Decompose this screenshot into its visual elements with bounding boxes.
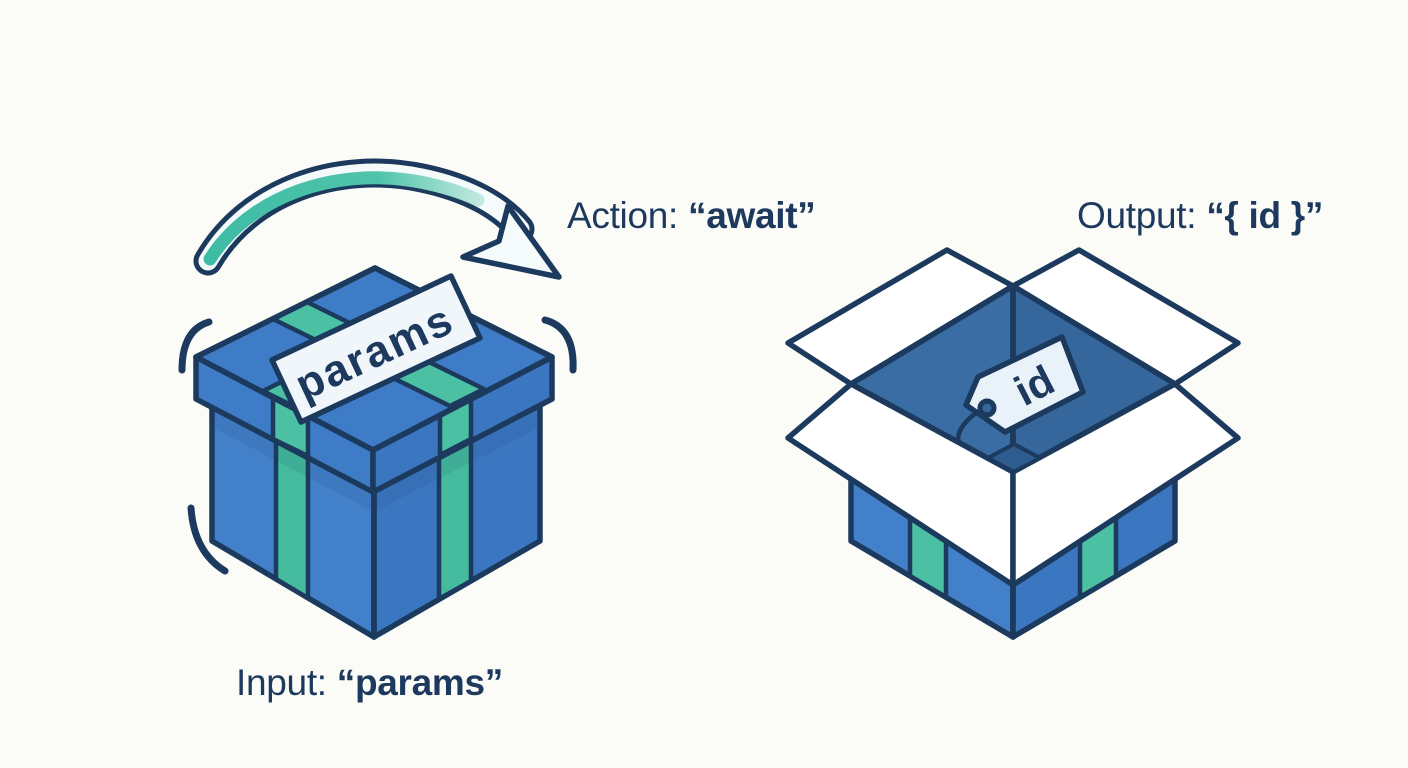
caption-input-prefix: Input: [236, 662, 337, 703]
arrow-head [460, 203, 562, 280]
bracket-top-left [178, 318, 213, 374]
caption-action-value: “await” [688, 195, 816, 236]
caption-output: Output: “{ id }” [1077, 194, 1323, 238]
transform-arrow [193, 158, 562, 280]
caption-input: Input: “params” [236, 661, 503, 705]
bracket-bottom-left [187, 504, 229, 575]
caption-output-prefix: Output: [1077, 195, 1207, 236]
caption-action-prefix: Action: [567, 195, 688, 236]
bracket-top-right [541, 316, 577, 374]
input-gift-box: params [178, 265, 577, 640]
caption-action: Action: “await” [567, 194, 816, 238]
tag-hole [977, 398, 997, 418]
arrow-teal-band [203, 171, 485, 266]
openbox-front-right-flap [1010, 381, 1241, 588]
output-open-box: id [785, 247, 1241, 640]
giftbox-body-shadow-right [374, 405, 540, 512]
giftbox-sticker [269, 273, 483, 425]
openbox-flap-overlap-diamond [986, 442, 1042, 474]
caption-output-value: “{ id }” [1206, 195, 1324, 236]
caption-input-value: “params” [336, 662, 504, 703]
focus-brackets [178, 316, 577, 575]
giftbox-lid-top-outline [193, 265, 555, 453]
